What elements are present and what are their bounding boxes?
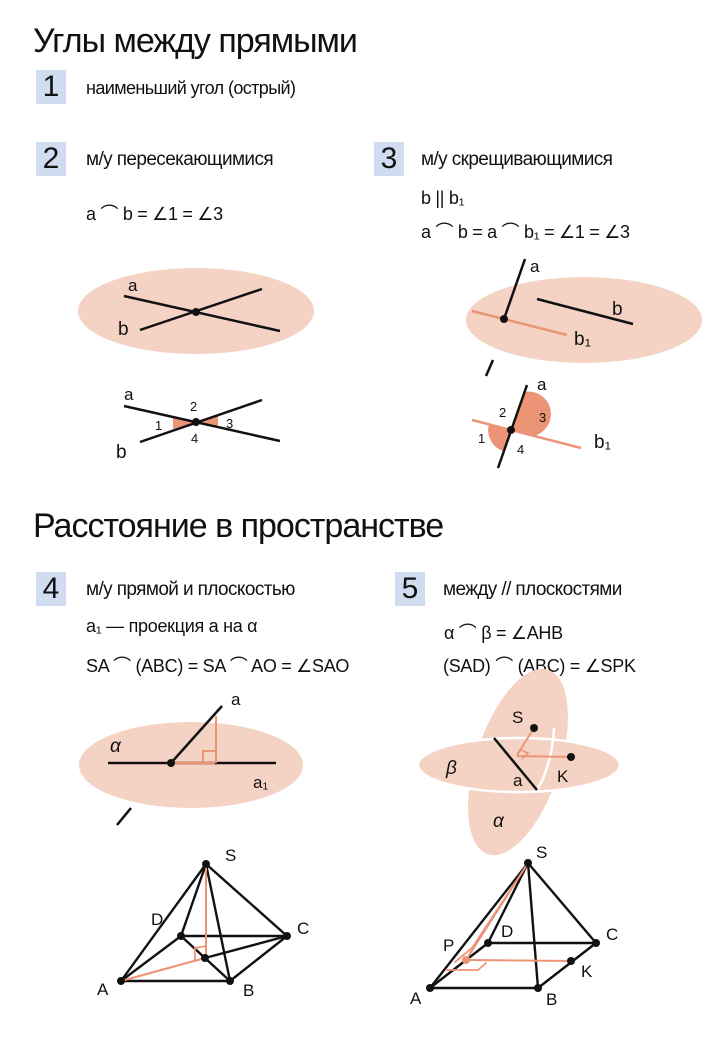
vertex-A: A — [97, 980, 109, 999]
item-label-4: м/у прямой и плоскостью — [86, 579, 295, 600]
angle-4: 4 — [517, 442, 524, 457]
section-title-angles: Углы между прямыми — [33, 22, 358, 60]
vertex-K: K — [581, 962, 593, 981]
label-b: b — [612, 299, 623, 320]
label-b: b — [116, 442, 127, 463]
angle-4: 4 — [191, 431, 198, 446]
diagram-intersecting-plane: a b — [78, 268, 314, 354]
diagram-skew-angles: a b₁ 1 2 3 4 — [471, 375, 611, 469]
vertex-S: S — [536, 843, 547, 862]
item-label-1: наименьший угол (острый) — [86, 78, 296, 98]
diagram-pyramid-sao: S D C A B — [97, 846, 309, 1000]
formula-4-line1: a₁ — проекция a на α — [86, 616, 258, 636]
vertex-A: A — [410, 989, 422, 1008]
item-number-2: 2 — [36, 142, 66, 176]
diagram-intersecting-angles: a b 1 2 3 4 — [116, 385, 281, 463]
angle-1: 1 — [155, 418, 162, 433]
formula-3-line1: b || b₁ — [421, 188, 465, 208]
diagram-pyramid-spk: S D C P K A B — [410, 843, 618, 1009]
diagram-skew-plane: a b b₁ — [466, 257, 702, 377]
formula-4-line2: SA ⌒ (ABC) = SA ⌒ AO = ∠SAO — [86, 656, 350, 676]
label-alpha: α — [493, 811, 505, 832]
formula-5-line2: (SAD) ⌒ (ABC) = ∠SPK — [443, 656, 636, 676]
label-S: S — [512, 708, 523, 727]
label-b1: b₁ — [594, 432, 611, 453]
label-K: K — [557, 767, 569, 786]
vertex-D: D — [151, 910, 163, 929]
angle-1: 1 — [478, 431, 485, 446]
vertex-B: B — [243, 981, 254, 1000]
formula-3-line2: a ⌒ b = a ⌒ b₁ = ∠1 = ∠3 — [421, 222, 630, 242]
angle-2: 2 — [190, 399, 197, 414]
label-alpha: α — [110, 736, 122, 757]
angle-3: 3 — [539, 410, 546, 425]
label-a1: a₁ — [253, 773, 268, 792]
vertex-C: C — [297, 919, 309, 938]
diagram-line-plane: α a a₁ — [79, 690, 303, 826]
angle-3: 3 — [226, 416, 233, 431]
label-a: a — [128, 276, 138, 295]
section-title-distance: Расстояние в пространстве — [33, 507, 444, 545]
label-a: a — [231, 690, 241, 709]
vertex-C: C — [606, 925, 618, 944]
item-number-1: 1 — [36, 70, 66, 104]
item-number-5: 5 — [395, 572, 425, 606]
label-b1: b₁ — [574, 329, 591, 350]
label-a: a — [537, 375, 547, 394]
formula-5-line1: α ⌒ β = ∠AHB — [444, 623, 563, 643]
item-label-3: м/у скрещивающимися — [421, 149, 613, 170]
label-a: a — [513, 771, 523, 790]
vertex-D: D — [501, 922, 513, 941]
label-b: b — [118, 319, 129, 340]
item-label-2: м/у пересекающимися — [86, 149, 274, 170]
angle-2: 2 — [499, 405, 506, 420]
label-a: a — [124, 385, 134, 404]
label-a: a — [530, 257, 540, 276]
vertex-P: P — [443, 936, 454, 955]
item-number-3: 3 — [374, 142, 404, 176]
item-label-5: между // плоскостями — [443, 579, 622, 600]
vertex-S: S — [225, 846, 236, 865]
formula-2: a ⌒ b = ∠1 = ∠3 — [86, 204, 223, 224]
vertex-B: B — [546, 990, 557, 1009]
diagram-planes: S K a β α — [416, 668, 622, 856]
item-number-4: 4 — [36, 572, 66, 606]
label-beta: β — [445, 758, 457, 779]
